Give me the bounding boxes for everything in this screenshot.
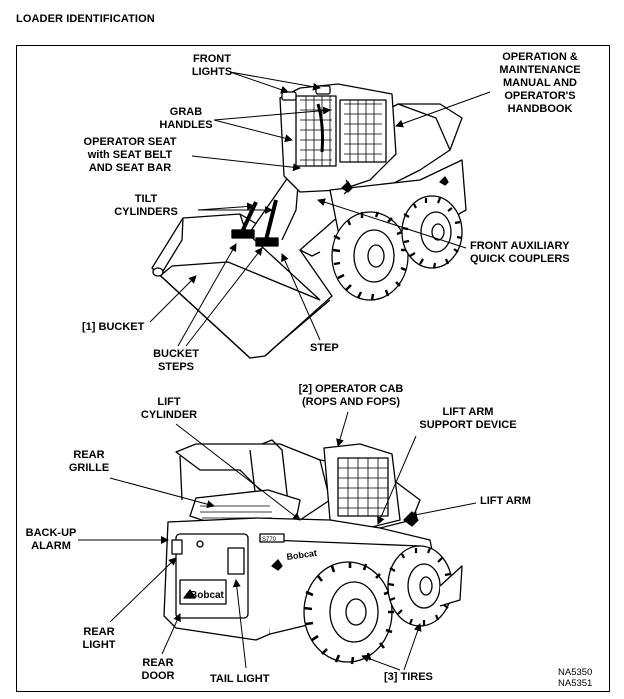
page-heading: LOADER IDENTIFICATION: [16, 13, 155, 25]
figure-code-bottom: NA5351: [558, 678, 593, 689]
label-lift-arm-support: LIFT ARM SUPPORT DEVICE: [419, 406, 517, 431]
label-lift-arm: LIFT ARM: [480, 495, 531, 507]
label-bucket-steps: BUCKET STEPS: [153, 348, 199, 373]
front-view-loader: [151, 83, 467, 359]
label-om-manual: OPERATION & MAINTENANCE MANUAL AND OPERA…: [499, 51, 581, 115]
label-lift-cylinder: LIFT CYLINDER: [140, 396, 198, 421]
label-tires: [3] TIRES: [384, 671, 433, 683]
figure-frame: [16, 45, 610, 692]
label-tail-light: TAIL LIGHT: [210, 673, 270, 685]
rear-logo-text: Bobcat: [190, 590, 225, 601]
label-front-lights: FRONT LIGHTS: [191, 53, 233, 78]
rear-wheel-left: [303, 561, 394, 665]
label-grab-handles: GRAB HANDLES: [159, 106, 213, 131]
label-bucket: [1] BUCKET: [82, 321, 145, 333]
label-rear-door: REAR DOOR: [141, 657, 175, 682]
front-wheel-left: [331, 211, 409, 301]
front-wheel-right: [401, 195, 463, 269]
front-bucket: [151, 213, 333, 359]
side-logo-text: Bobcat: [286, 548, 318, 562]
label-rear-grille: REAR GRILLE: [68, 449, 110, 474]
callout-lines: [78, 71, 491, 671]
label-step: STEP: [310, 342, 339, 354]
label-front-aux-couplers: FRONT AUXILIARY QUICK COUPLERS: [470, 240, 570, 265]
rear-wheel-right: [387, 545, 453, 627]
label-backup-alarm: BACK-UP ALARM: [25, 527, 77, 552]
label-operator-seat: OPERATOR SEAT with SEAT BELT AND SEAT BA…: [83, 136, 177, 174]
label-operator-cab: [2] OPERATOR CAB (ROPS AND FOPS): [298, 383, 404, 408]
model-text: S770: [262, 537, 277, 543]
rear-door: [175, 533, 249, 619]
label-rear-light: REAR LIGHT: [82, 626, 116, 651]
rear-view-loader: [163, 439, 463, 665]
label-tilt-cylinders: TILT CYLINDERS: [114, 193, 178, 218]
figure-code-top: NA5350: [558, 667, 593, 678]
